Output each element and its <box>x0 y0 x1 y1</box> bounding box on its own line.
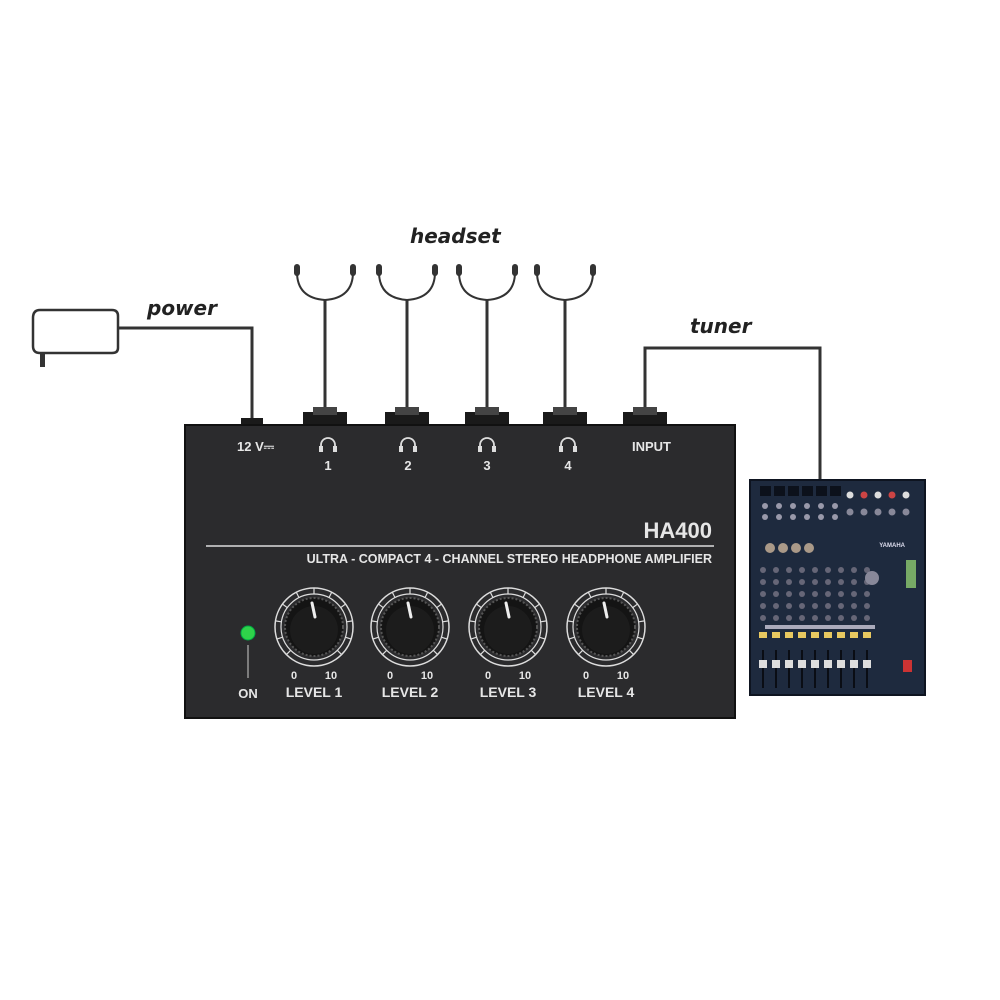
headset-cable <box>294 264 356 410</box>
headphone-jack <box>385 412 429 426</box>
fader <box>850 660 858 668</box>
headset-cable <box>456 264 518 410</box>
power-adapter <box>31 308 254 422</box>
headphone-icon <box>400 437 416 451</box>
power-led <box>240 625 256 641</box>
output-number: 2 <box>404 458 411 473</box>
input-jack <box>623 412 667 426</box>
level-knob-3[interactable] <box>468 587 548 667</box>
knob-max-label: 10 <box>519 670 531 682</box>
knob-min-label: 0 <box>291 670 297 682</box>
output-number: 4 <box>564 458 572 473</box>
headsets <box>294 264 596 410</box>
amplifier-body <box>184 424 736 719</box>
knob-indicator <box>406 601 413 619</box>
level-knob-4[interactable] <box>566 587 646 667</box>
knob-level-label: LEVEL 3 <box>480 684 537 700</box>
knob-min-label: 0 <box>583 670 589 682</box>
mixer-brand: YAMAHA <box>879 543 905 549</box>
knob-indicator <box>504 601 511 619</box>
knob-max-label: 10 <box>421 670 433 682</box>
fader <box>837 660 845 668</box>
headphone-icon <box>320 437 336 451</box>
on-label: ON <box>238 686 258 701</box>
knob-max-label: 10 <box>325 670 337 682</box>
jacks <box>241 407 667 426</box>
tuner-cable <box>643 346 822 482</box>
earbud-icon <box>294 264 300 276</box>
headphone-icon <box>560 437 576 451</box>
input-jack-label: INPUT <box>632 439 671 454</box>
earbud-icon <box>456 264 462 276</box>
earbud-icon <box>376 264 382 276</box>
knob-level-label: LEVEL 1 <box>286 684 343 700</box>
knob-level-label: LEVEL 4 <box>578 684 635 700</box>
earbud-icon <box>590 264 596 276</box>
tuner-label: tuner <box>690 314 753 338</box>
headphone-jack <box>543 412 587 426</box>
fader <box>824 660 832 668</box>
fader <box>798 660 806 668</box>
amplifier: 12 V⎓ INPUT 1 2 3 4 HA400 ULTRA - COMPACT 4… <box>184 424 736 719</box>
knob-max-label: 10 <box>617 670 629 682</box>
headphone-jack <box>465 412 509 426</box>
level-knob-2[interactable] <box>370 587 450 667</box>
fader <box>863 660 871 668</box>
knob-indicator <box>602 601 609 619</box>
knob-indicator <box>310 601 317 619</box>
earbud-icon <box>350 264 356 276</box>
fader <box>785 660 793 668</box>
model-name: HA400 <box>644 518 712 543</box>
headset-cable <box>376 264 438 410</box>
headset-label: headset <box>410 224 502 248</box>
power-jack <box>241 418 263 426</box>
knob-min-label: 0 <box>485 670 491 682</box>
fader <box>811 660 819 668</box>
mixer-tuner: YAMAHA <box>749 479 926 696</box>
earbud-icon <box>512 264 518 276</box>
product-description: ULTRA - COMPACT 4 - CHANNEL STEREO HEADP… <box>307 552 712 566</box>
fader <box>759 660 767 668</box>
headset-cable <box>534 264 596 410</box>
earbud-icon <box>432 264 438 276</box>
level-knob-1[interactable] <box>274 587 354 667</box>
knob-min-label: 0 <box>387 670 393 682</box>
output-number: 1 <box>324 458 331 473</box>
earbud-icon <box>534 264 540 276</box>
knob-level-label: LEVEL 2 <box>382 684 439 700</box>
output-number: 3 <box>483 458 490 473</box>
power-cable <box>118 326 254 422</box>
power-jack-label: 12 V⎓ <box>237 439 275 454</box>
power-label: power <box>146 296 218 320</box>
headphone-icon <box>479 437 495 451</box>
headphone-jack <box>303 412 347 426</box>
fader <box>772 660 780 668</box>
